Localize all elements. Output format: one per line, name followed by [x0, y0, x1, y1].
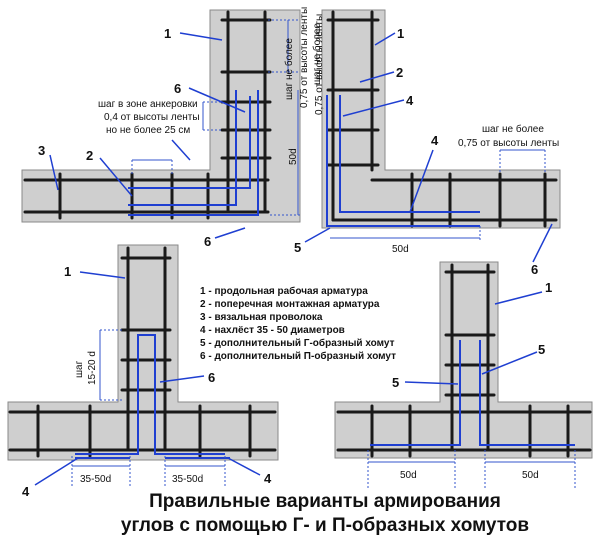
legend-item-5: 5 - дополнительный Г-образный хомут [200, 337, 395, 349]
legend-item-1: 1 - продольная рабочая арматура [200, 285, 368, 297]
marker-6-bl: 6 [208, 370, 215, 385]
marker-1-tr: 1 [397, 26, 404, 41]
dim-anchor-line1: шаг в зоне анкеровки [98, 99, 198, 110]
dim-50d-tr: 50d [392, 244, 409, 255]
title-line-2: углов с помощью Г- и П-образных хомутов [121, 515, 529, 536]
tee-bottom-right [334, 261, 593, 488]
dim-50d-tl: 50d [288, 148, 299, 165]
dim-anchor-line3: но не более 25 см [106, 124, 190, 136]
dim-overlap-bl-right: 35-50d [172, 474, 203, 485]
corner-top-right [321, 9, 561, 242]
leaders [34, 32, 553, 486]
marker-5-br-right: 5 [538, 342, 545, 357]
marker-6-tr: 6 [531, 262, 538, 277]
dim-step-max-h-line1: шаг не более [482, 123, 544, 135]
tee-bottom-left [7, 244, 279, 486]
marker-5-tr: 5 [294, 240, 301, 255]
marker-1-tl: 1 [164, 26, 171, 41]
dim-overlap-bl-left: 35-50d [80, 474, 111, 485]
marker-4-tr: 4 [406, 93, 414, 108]
legend-item-6: 6 - дополнительный П-образный хомут [200, 350, 396, 362]
marker-1-bl: 1 [64, 264, 71, 279]
dim-50d-br-left: 50d [400, 470, 417, 481]
concrete-tl [21, 9, 301, 223]
marker-6-tl-bottom: 6 [204, 234, 211, 249]
dim-step-max-line2-tr: 0,75 от высоты ленты [314, 14, 325, 115]
dim-step-max-line1-tr: шаг не более [311, 23, 323, 85]
dim-anchor-line2: 0,4 от высоты ленты [104, 112, 200, 123]
marker-4-tr-bottom: 4 [431, 133, 439, 148]
concrete-tr [321, 9, 561, 229]
marker-3-tl: 3 [38, 143, 45, 158]
marker-2-tl: 2 [86, 148, 93, 163]
corner-top-left [21, 9, 302, 223]
marker-6-tl: 6 [174, 81, 181, 96]
concrete-bl [7, 244, 279, 461]
title-line-1: Правильные варианты армирования [149, 491, 501, 512]
dim-step-max-h-line2: 0,75 от высоты ленты [458, 138, 559, 149]
dim-step-max-line1-tl: шаг не более [283, 38, 295, 100]
marker-2-tr: 2 [396, 65, 403, 80]
legend-item-2: 2 - поперечная монтажная арматура [200, 299, 380, 310]
marker-4-bl-right: 4 [264, 471, 272, 486]
legend: 1 - продольная рабочая арматура 2 - попе… [200, 285, 396, 362]
marker-5-br-left: 5 [392, 375, 399, 390]
dim-step-range-bl: 15-20 d [87, 351, 98, 385]
marker-1-br: 1 [545, 280, 552, 295]
marker-4-bl-left: 4 [22, 484, 30, 499]
legend-item-3: 3 - вязальная проволока [200, 312, 323, 323]
legend-item-4: 4 - нахлёст 35 - 50 диаметров [200, 325, 345, 336]
dim-step-max-line2-tl: 0,75 от высоты ленты [299, 7, 310, 108]
dim-50d-br-right: 50d [522, 470, 539, 481]
dim-step-bl: шаг [74, 360, 85, 378]
concrete-br [334, 261, 593, 459]
